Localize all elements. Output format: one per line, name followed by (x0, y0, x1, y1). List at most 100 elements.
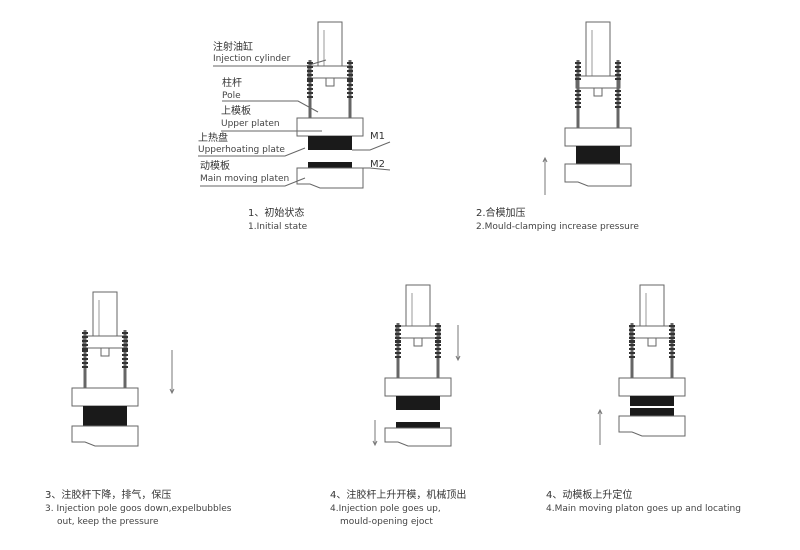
spring-coil (615, 94, 621, 96)
label-upper-platen-en: Upper platen (221, 119, 280, 129)
spring-coil (82, 350, 88, 352)
spring-coil (615, 106, 621, 108)
spring-coil (669, 337, 675, 339)
spring-coil (629, 344, 635, 346)
spring-coil (669, 344, 675, 346)
main-moving-platen (618, 415, 686, 437)
spring-coil (669, 352, 675, 354)
upper-platen (384, 377, 452, 397)
injection-rod (100, 347, 110, 357)
step2-title-cn: 2.合模加压 (476, 208, 526, 219)
injection-rod (325, 77, 335, 87)
spring-coil (435, 341, 441, 343)
label-pole-en: Pole (222, 91, 241, 101)
spring-coil (307, 78, 313, 80)
spring-coil (435, 356, 441, 358)
spring-coil (395, 325, 401, 327)
spring-coil (122, 332, 128, 334)
upper-heating-plate (308, 136, 352, 150)
step3-title-en-line2: out, keep the pressure (57, 517, 159, 527)
lower-mould-plate (630, 408, 674, 416)
crosshead (307, 65, 353, 79)
spring-coil (615, 78, 621, 80)
spring-coil (347, 74, 353, 76)
main-moving-platen (71, 425, 139, 447)
spring-coil (435, 325, 441, 327)
step1-title-en: 1.Initial state (248, 222, 308, 232)
spring-coil (122, 354, 128, 356)
spring-coil (395, 352, 401, 354)
spring-coil (307, 74, 313, 76)
spring-coil (629, 329, 635, 331)
spring-coil (347, 84, 353, 86)
spring-coil (395, 341, 401, 343)
spring-coil (575, 62, 581, 64)
spring-coil (122, 344, 128, 346)
spring-coil (669, 329, 675, 331)
spring-coil (122, 340, 128, 342)
spring-coil (435, 337, 441, 339)
spring-coil (347, 62, 353, 64)
spring-coil (82, 340, 88, 342)
spring-coil (82, 362, 88, 364)
spring-coil (82, 332, 88, 334)
spring-coil (615, 90, 621, 92)
spring-coil (307, 84, 313, 86)
spring-coil (575, 102, 581, 104)
spring-coil (347, 92, 353, 94)
spring-coil (122, 348, 128, 350)
leader-line (213, 59, 327, 67)
spring-coil (307, 96, 313, 98)
spring-coil (395, 356, 401, 358)
spring-coil (615, 62, 621, 64)
upper-platen (71, 387, 139, 407)
spring-coil (615, 70, 621, 72)
spring-coil (669, 341, 675, 343)
spring-coil (435, 344, 441, 346)
crosshead (82, 335, 128, 349)
spring-coil (669, 333, 675, 335)
spring-coil (629, 356, 635, 358)
step5-title-en: 4.Main moving platon goes up and locatin… (546, 504, 741, 514)
spring-coil (435, 329, 441, 331)
lower-mould-plate (308, 162, 352, 168)
label-upper-heating-cn: 上热盘 (198, 133, 228, 144)
spring-coil (347, 78, 353, 80)
down-arrow-head (169, 388, 175, 395)
spring-coil (575, 78, 581, 80)
spring-coil (307, 88, 313, 90)
spring-coil (82, 366, 88, 368)
spring-coil (82, 348, 88, 350)
spring-coil (82, 344, 88, 346)
spring-coil (435, 333, 441, 335)
leader-line (352, 141, 391, 151)
label-upper-platen-cn: 上模板 (221, 106, 251, 117)
spring-coil (575, 94, 581, 96)
spring-coil (629, 325, 635, 327)
spring-coil (122, 358, 128, 360)
spring-coil (395, 344, 401, 346)
step4-title-en: 4.Injection pole goes up, (330, 504, 441, 514)
spring-coil (82, 354, 88, 356)
lower-mould-plate (396, 422, 440, 428)
leader-line (222, 100, 319, 113)
step4-title-cn: 4、注胶杆上升开模，机械顶出 (330, 490, 467, 501)
spring-coil (615, 66, 621, 68)
injection-rod (413, 337, 423, 347)
leader-line (200, 177, 306, 187)
spring-coil (669, 325, 675, 327)
spring-coil (122, 350, 128, 352)
spring-coil (395, 329, 401, 331)
spring-coil (575, 70, 581, 72)
label-injection-cylinder-cn: 注射油缸 (213, 42, 253, 53)
spring-coil (575, 106, 581, 108)
upper-heating-plate (576, 146, 620, 158)
label-moving-platen-cn: 动模板 (200, 161, 230, 172)
spring-coil (122, 362, 128, 364)
spring-coil (435, 348, 441, 350)
spring-coil (122, 336, 128, 338)
spring-coil (629, 337, 635, 339)
spring-coil (629, 333, 635, 335)
spring-coil (307, 70, 313, 72)
